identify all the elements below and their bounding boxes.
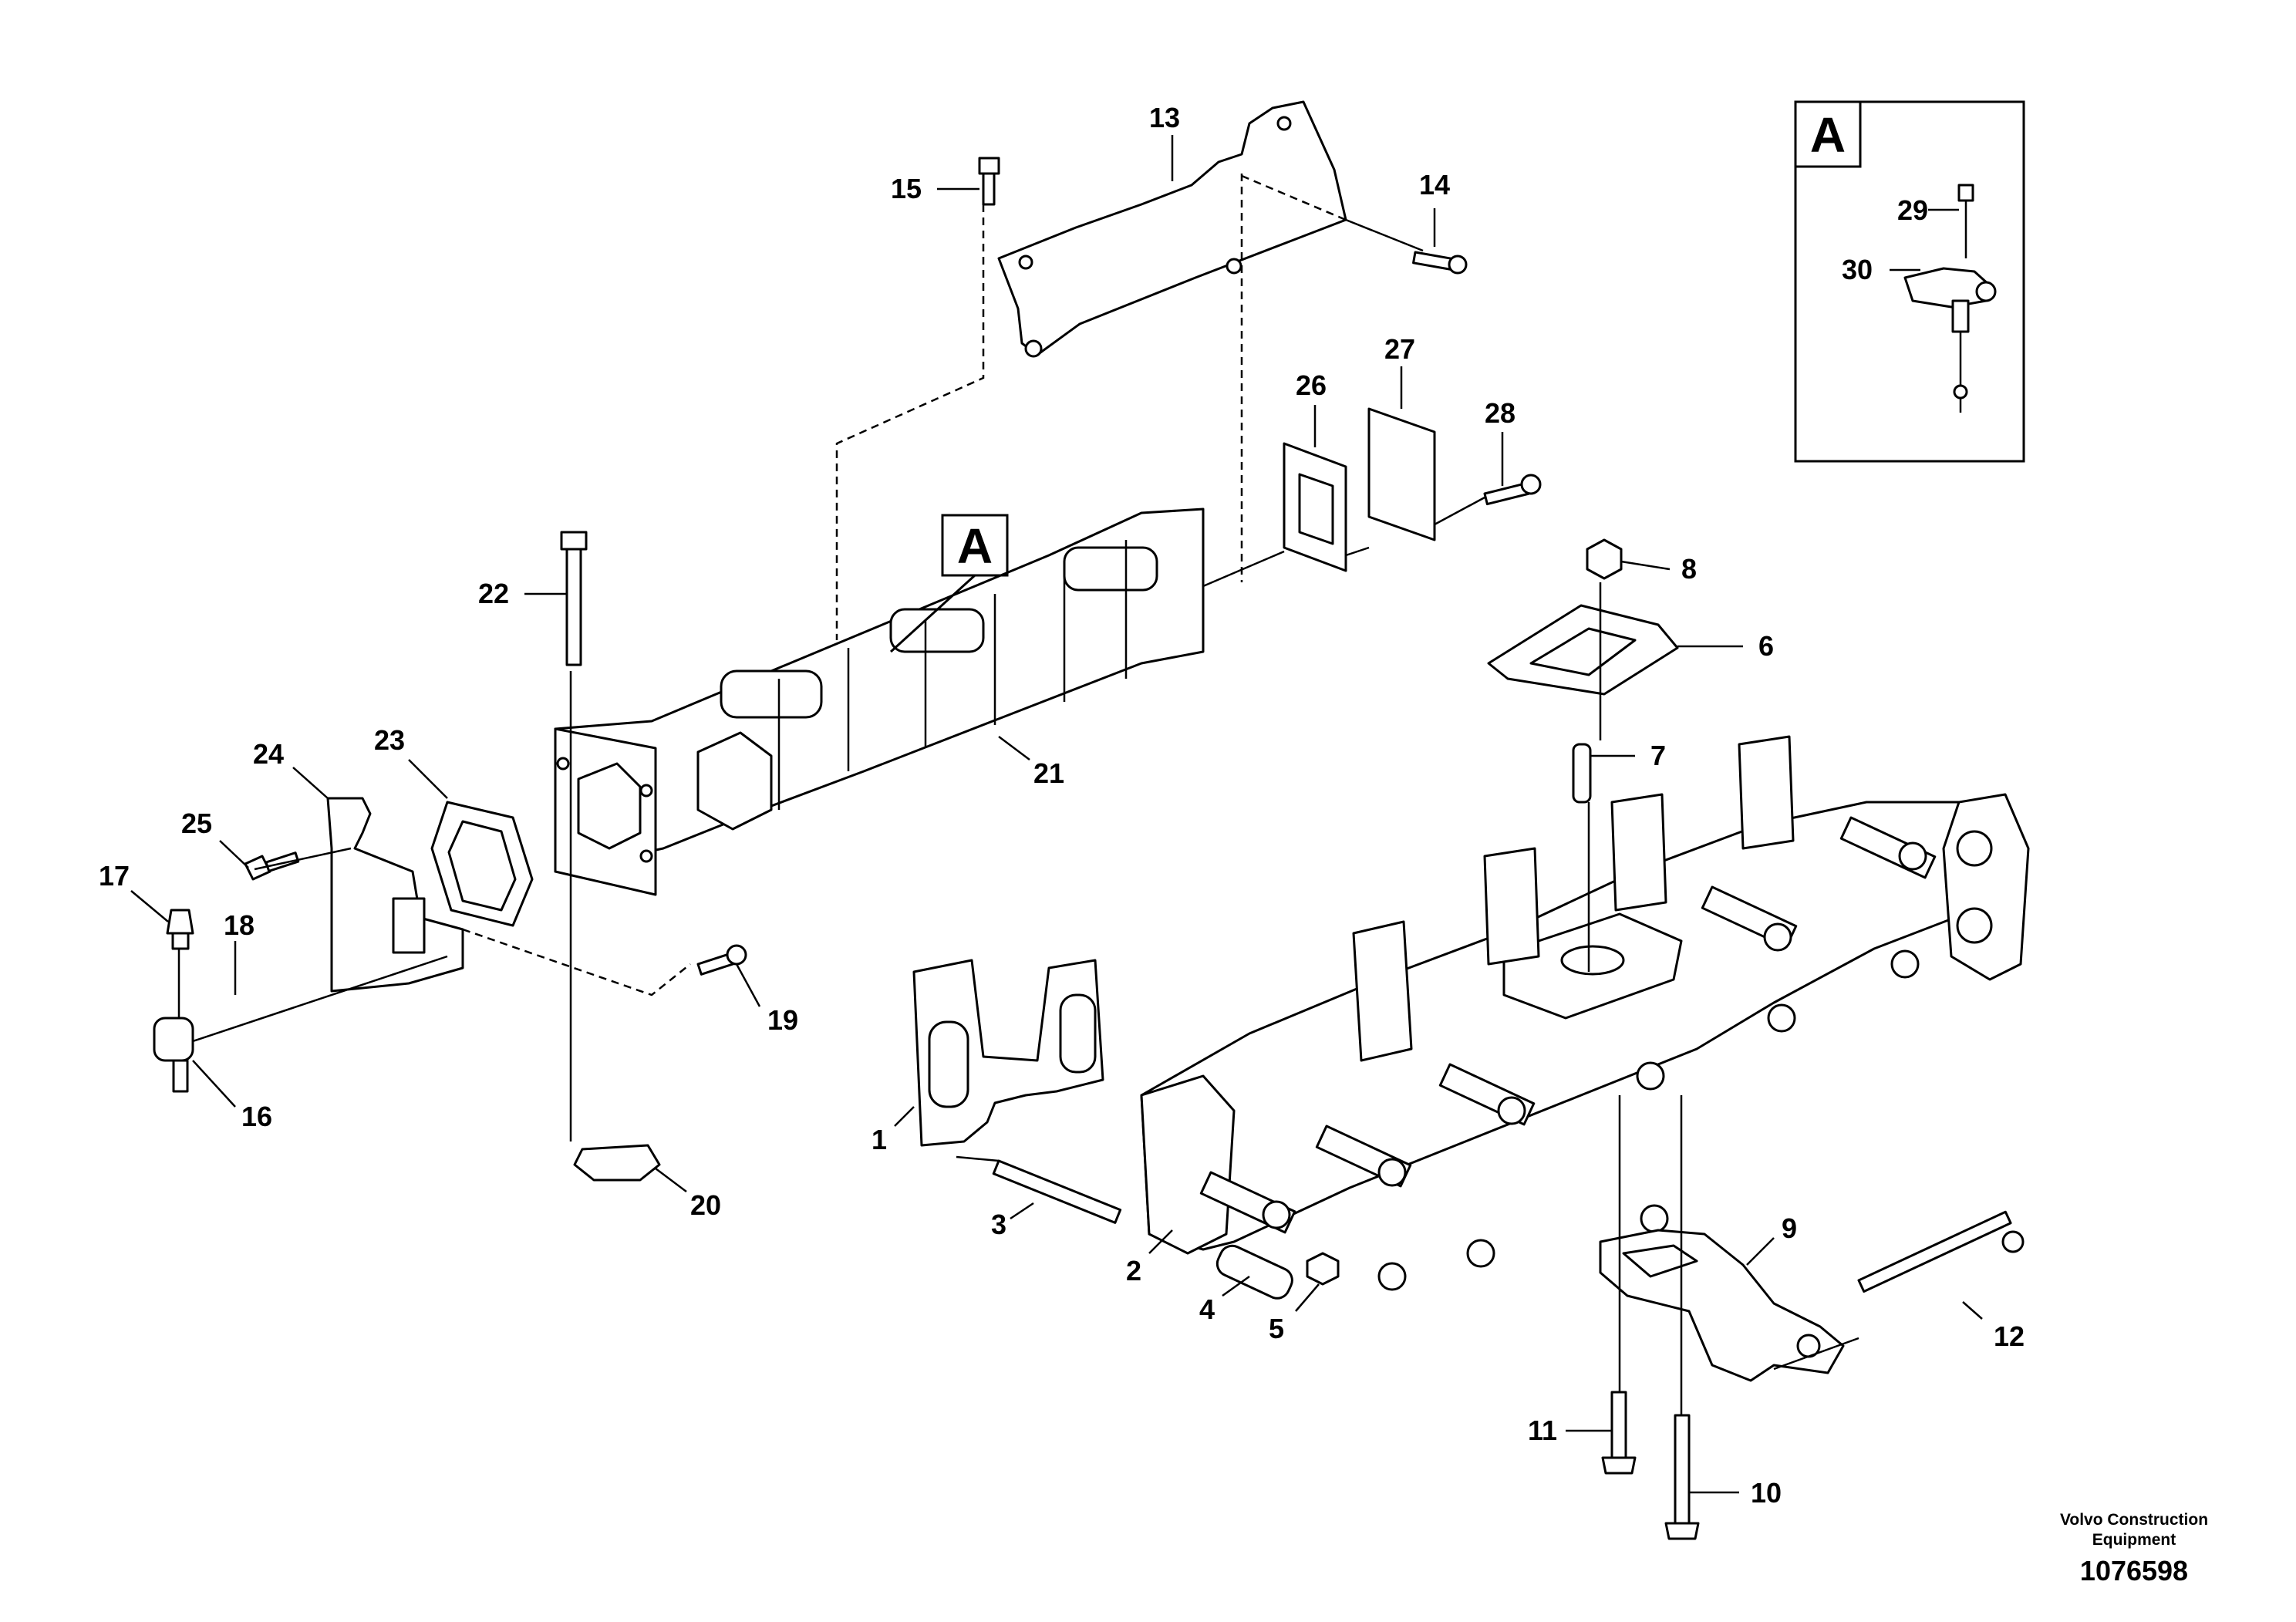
- turbo-gasket-6-icon: [1487, 604, 1679, 696]
- bolt-28-icon: [1483, 474, 1542, 506]
- manifold-pipe-assembly: [554, 508, 1205, 896]
- svg-text:A: A: [957, 518, 993, 574]
- callout-9: 9: [1782, 1212, 1797, 1244]
- bolt-10-icon: [1664, 1414, 1700, 1540]
- leader-lines: [130, 135, 1983, 1494]
- cover-plate-27: [1367, 407, 1436, 541]
- manifold-gasket-1: [912, 959, 1104, 1147]
- callout-12: 12: [1994, 1320, 2025, 1352]
- callout-5: 5: [1269, 1313, 1284, 1344]
- callout-15: 15: [891, 173, 922, 204]
- stud-3-icon: [992, 1159, 1122, 1224]
- callout-19: 19: [767, 1004, 798, 1036]
- callout-30: 30: [1842, 254, 1873, 285]
- stud-7-icon: [1572, 743, 1592, 804]
- callout-2: 2: [1126, 1255, 1141, 1286]
- assembly-lines: [177, 174, 1859, 1415]
- callout-28: 28: [1485, 397, 1515, 429]
- callout-labels: 1 2 3 4 5 6 7 8 9 10 11 12 13 14 15 16 1…: [99, 102, 2025, 1509]
- callout-21: 21: [1033, 757, 1064, 789]
- callout-25: 25: [181, 808, 212, 839]
- detail-inset-a: A: [1794, 100, 2025, 463]
- callout-26: 26: [1296, 369, 1327, 401]
- callout-7: 7: [1650, 740, 1666, 771]
- gasket-26: [1283, 442, 1347, 572]
- callout-18: 18: [224, 909, 255, 941]
- bolt-22-icon: [560, 531, 588, 666]
- fitting-16-icon: [153, 1017, 194, 1093]
- exhaust-manifold: [1140, 735, 2030, 1291]
- callout-29: 29: [1897, 194, 1928, 226]
- bolt-19-icon: [696, 944, 747, 976]
- bracket-24-icon: [326, 797, 464, 993]
- inset-label: A: [1810, 107, 1846, 163]
- nut-8-icon: [1586, 538, 1623, 580]
- footer-doc-number: 1076598: [2079, 1555, 2189, 1587]
- bolt-25-icon: [244, 851, 300, 881]
- callout-16: 16: [241, 1101, 272, 1132]
- inset-sensor-icon: [1903, 267, 1997, 413]
- callout-23: 23: [374, 724, 405, 756]
- callout-24: 24: [253, 738, 284, 770]
- callout-22: 22: [478, 578, 509, 609]
- callout-11: 11: [1528, 1415, 1557, 1446]
- callout-20: 20: [690, 1189, 721, 1221]
- callout-17: 17: [99, 860, 130, 892]
- callout-3: 3: [991, 1209, 1006, 1240]
- gasket-20-icon: [573, 1144, 661, 1182]
- callout-1: 1: [872, 1124, 887, 1155]
- bolt-11-icon: [1601, 1391, 1637, 1475]
- bolt-12-icon: [1857, 1210, 2025, 1293]
- callout-4: 4: [1199, 1293, 1215, 1325]
- callout-27: 27: [1384, 333, 1415, 365]
- gasket-23-icon: [430, 801, 534, 927]
- detail-marker-a: A: [889, 514, 1009, 653]
- callout-10: 10: [1751, 1477, 1782, 1509]
- support-bracket-9-icon: [1599, 1229, 1845, 1382]
- bolt-14-icon: [1412, 251, 1468, 275]
- callout-13: 13: [1149, 102, 1180, 133]
- heat-shield: [997, 100, 1347, 358]
- callout-8: 8: [1681, 553, 1697, 585]
- spacer-sleeve-4-icon: [1215, 1244, 1293, 1300]
- callout-6: 6: [1758, 630, 1774, 662]
- footer-brand: Volvo Construction Equipment: [2041, 1510, 2227, 1550]
- manifold-studs: [1199, 816, 1937, 1291]
- callout-14: 14: [1419, 169, 1450, 201]
- inset-bolt-icon: [1957, 184, 1974, 258]
- plug-17-icon: [166, 909, 194, 950]
- footer-brand-line1: Volvo Construction: [2059, 1511, 2209, 1529]
- bolt-15-icon: [978, 157, 1000, 206]
- footer-brand-line2: Equipment: [2092, 1531, 2176, 1549]
- nut-5-icon: [1306, 1252, 1340, 1286]
